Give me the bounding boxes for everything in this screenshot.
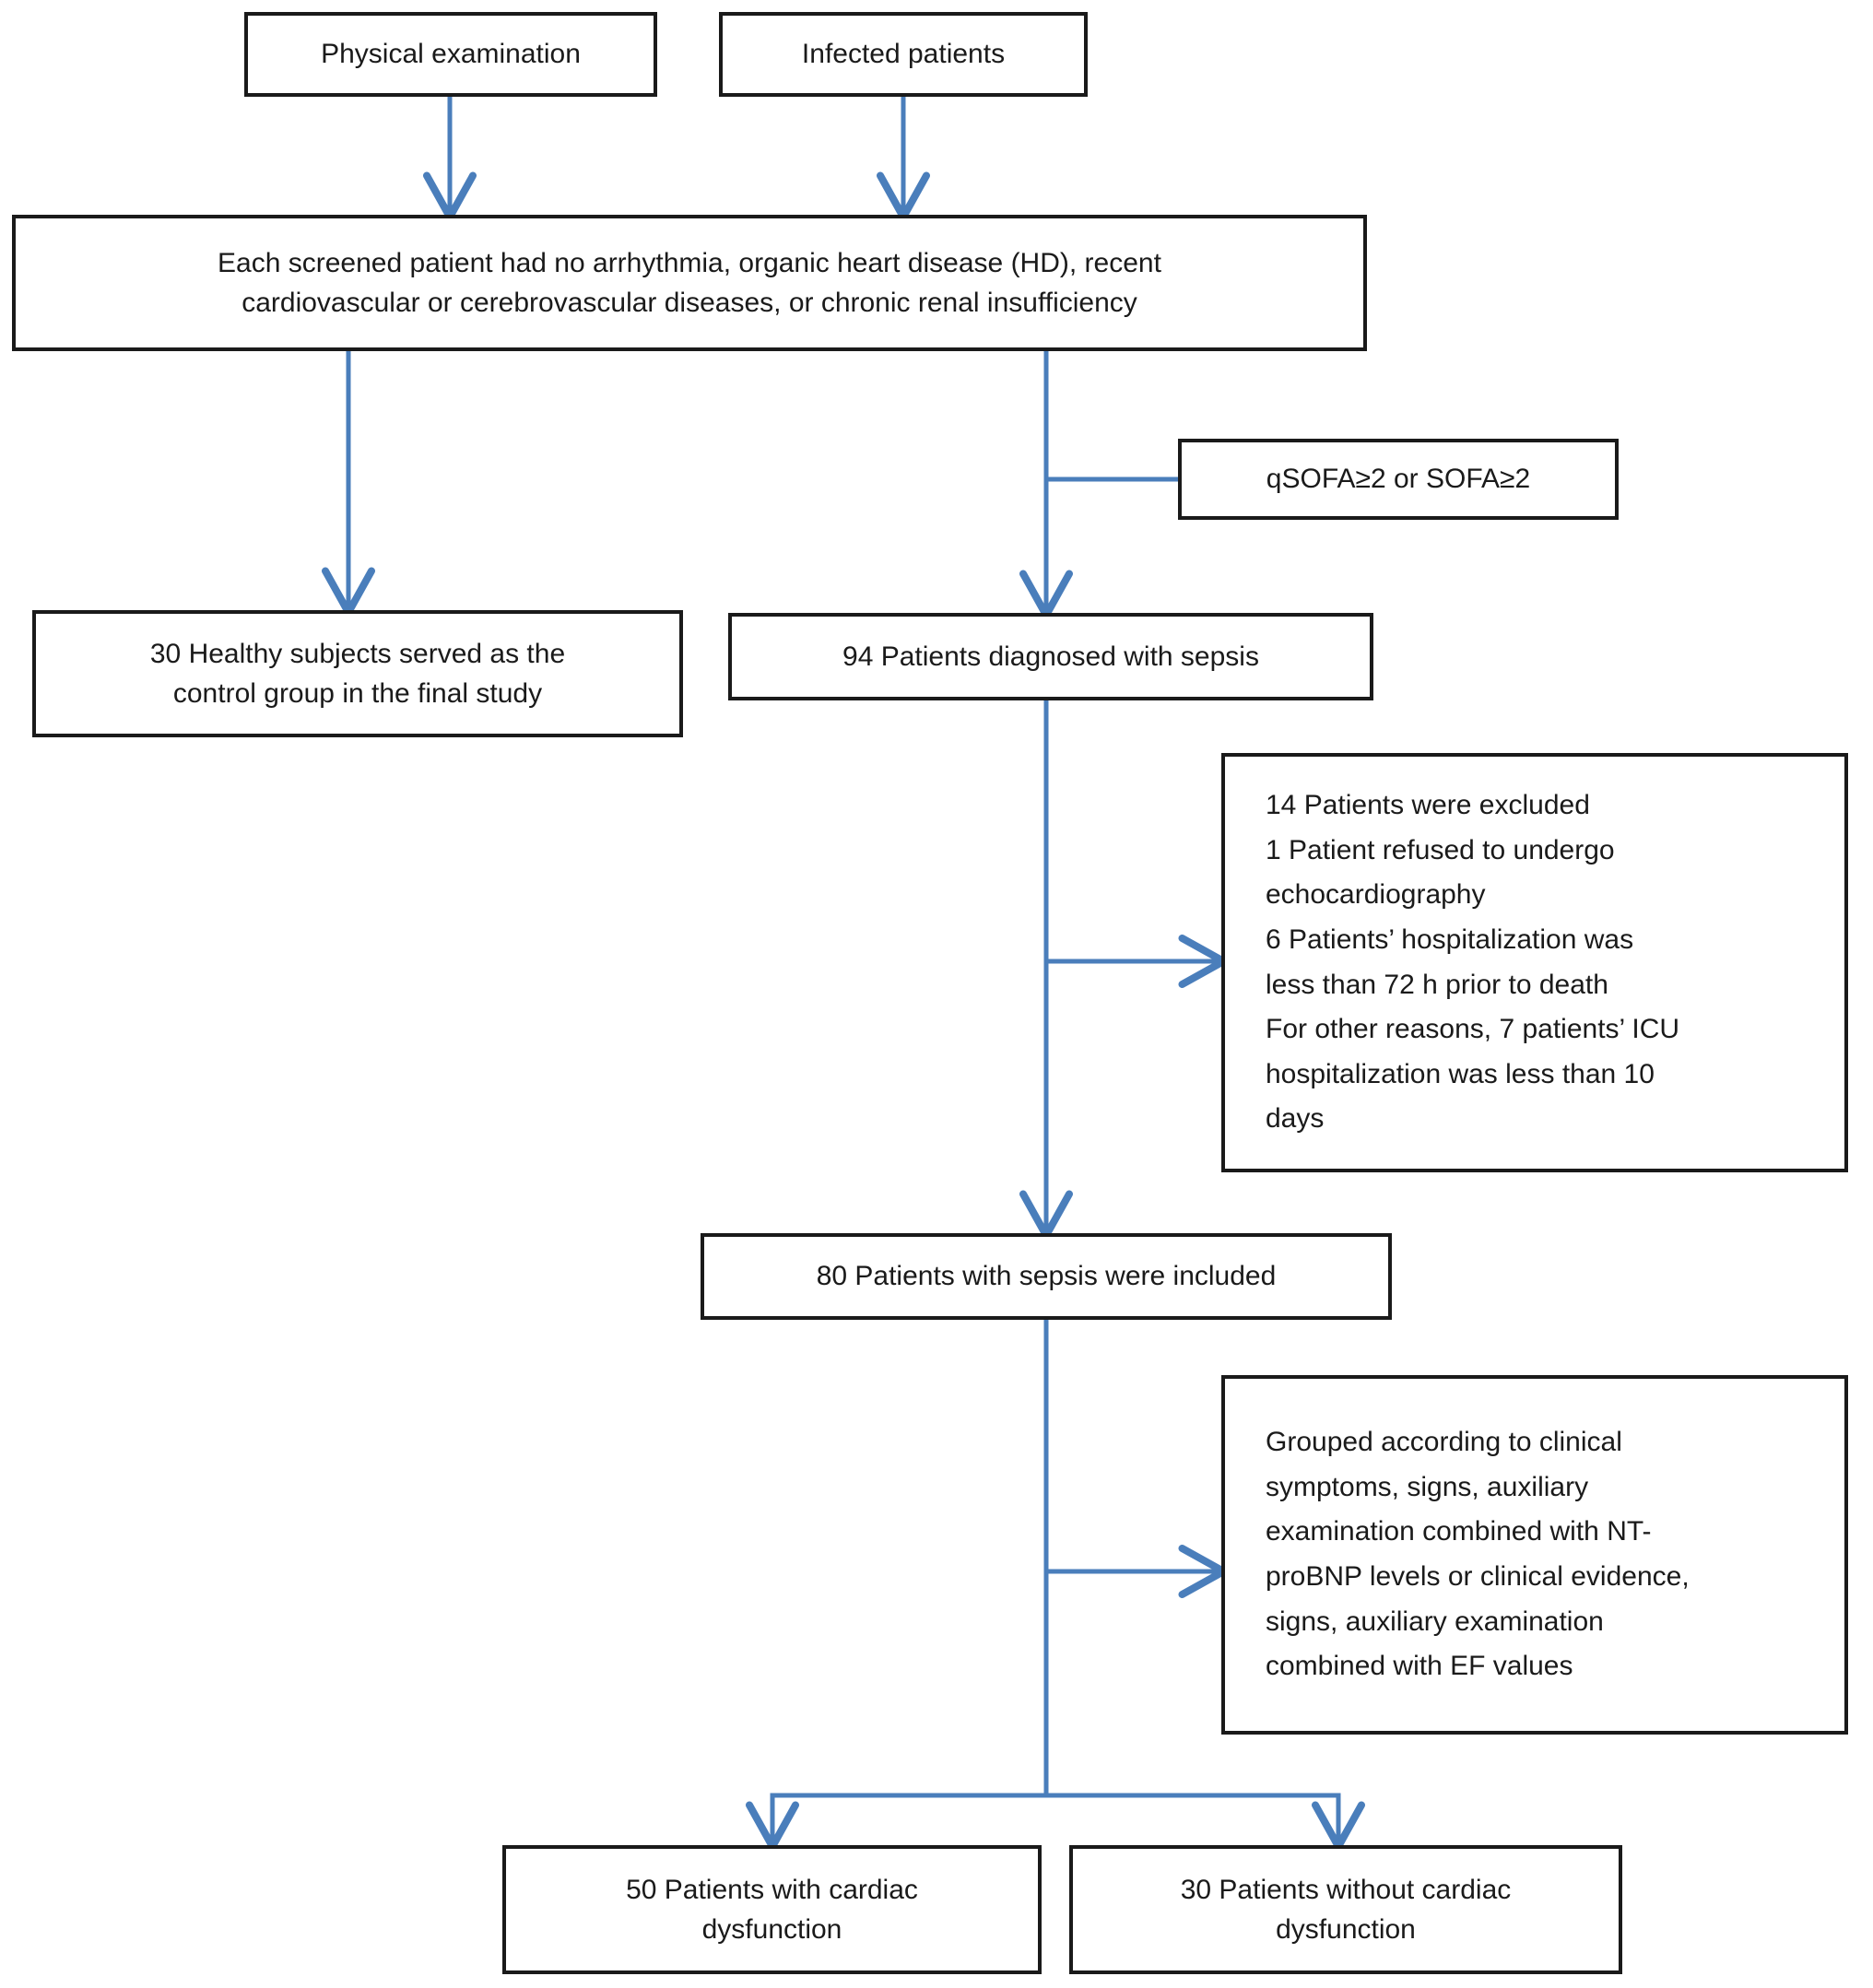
node-grouping-criteria-label: Grouped according to clinical symptoms, …: [1266, 1427, 1690, 1682]
edge-included-to-without-dysfunction: [1046, 1793, 1365, 1851]
node-excluded-patients-label: 14 Patients were excluded 1 Patient refu…: [1266, 790, 1680, 1135]
node-physical-examination[interactable]: Physical examination: [244, 12, 657, 97]
node-diagnosed-sepsis-label: 94 Patients diagnosed with sepsis: [842, 641, 1259, 672]
node-without-cardiac-dysfunction[interactable]: 30 Patients without cardiac dysfunction: [1069, 1845, 1622, 1974]
node-screening-criteria-label: Each screened patient had no arrhythmia,…: [218, 247, 1161, 319]
node-grouping-criteria[interactable]: Grouped according to clinical symptoms, …: [1221, 1375, 1848, 1735]
node-infected-patients[interactable]: Infected patients: [719, 12, 1088, 97]
node-diagnosed-sepsis[interactable]: 94 Patients diagnosed with sepsis: [728, 613, 1373, 700]
node-infected-patients-label: Infected patients: [801, 39, 1006, 70]
node-physical-examination-label: Physical examination: [321, 39, 581, 70]
node-screening-criteria[interactable]: Each screened patient had no arrhythmia,…: [12, 215, 1367, 351]
node-with-cardiac-dysfunction-label: 50 Patients with cardiac dysfunction: [626, 1874, 918, 1946]
node-without-cardiac-dysfunction-label: 30 Patients without cardiac dysfunction: [1180, 1874, 1512, 1946]
node-sofa-criteria-label: qSOFA≥2 or SOFA≥2: [1266, 464, 1531, 495]
node-with-cardiac-dysfunction[interactable]: 50 Patients with cardiac dysfunction: [502, 1845, 1042, 1974]
node-control-group[interactable]: 30 Healthy subjects served as the contro…: [32, 610, 683, 737]
edge-included-to-with-dysfunction: [746, 1320, 1049, 1851]
node-excluded-patients[interactable]: 14 Patients were excluded 1 Patient refu…: [1221, 753, 1848, 1172]
node-control-group-label: 30 Healthy subjects served as the contro…: [149, 638, 566, 710]
node-sofa-criteria[interactable]: qSOFA≥2 or SOFA≥2: [1178, 439, 1619, 520]
node-included-sepsis-label: 80 Patients with sepsis were included: [816, 1261, 1277, 1292]
node-included-sepsis[interactable]: 80 Patients with sepsis were included: [701, 1233, 1392, 1320]
